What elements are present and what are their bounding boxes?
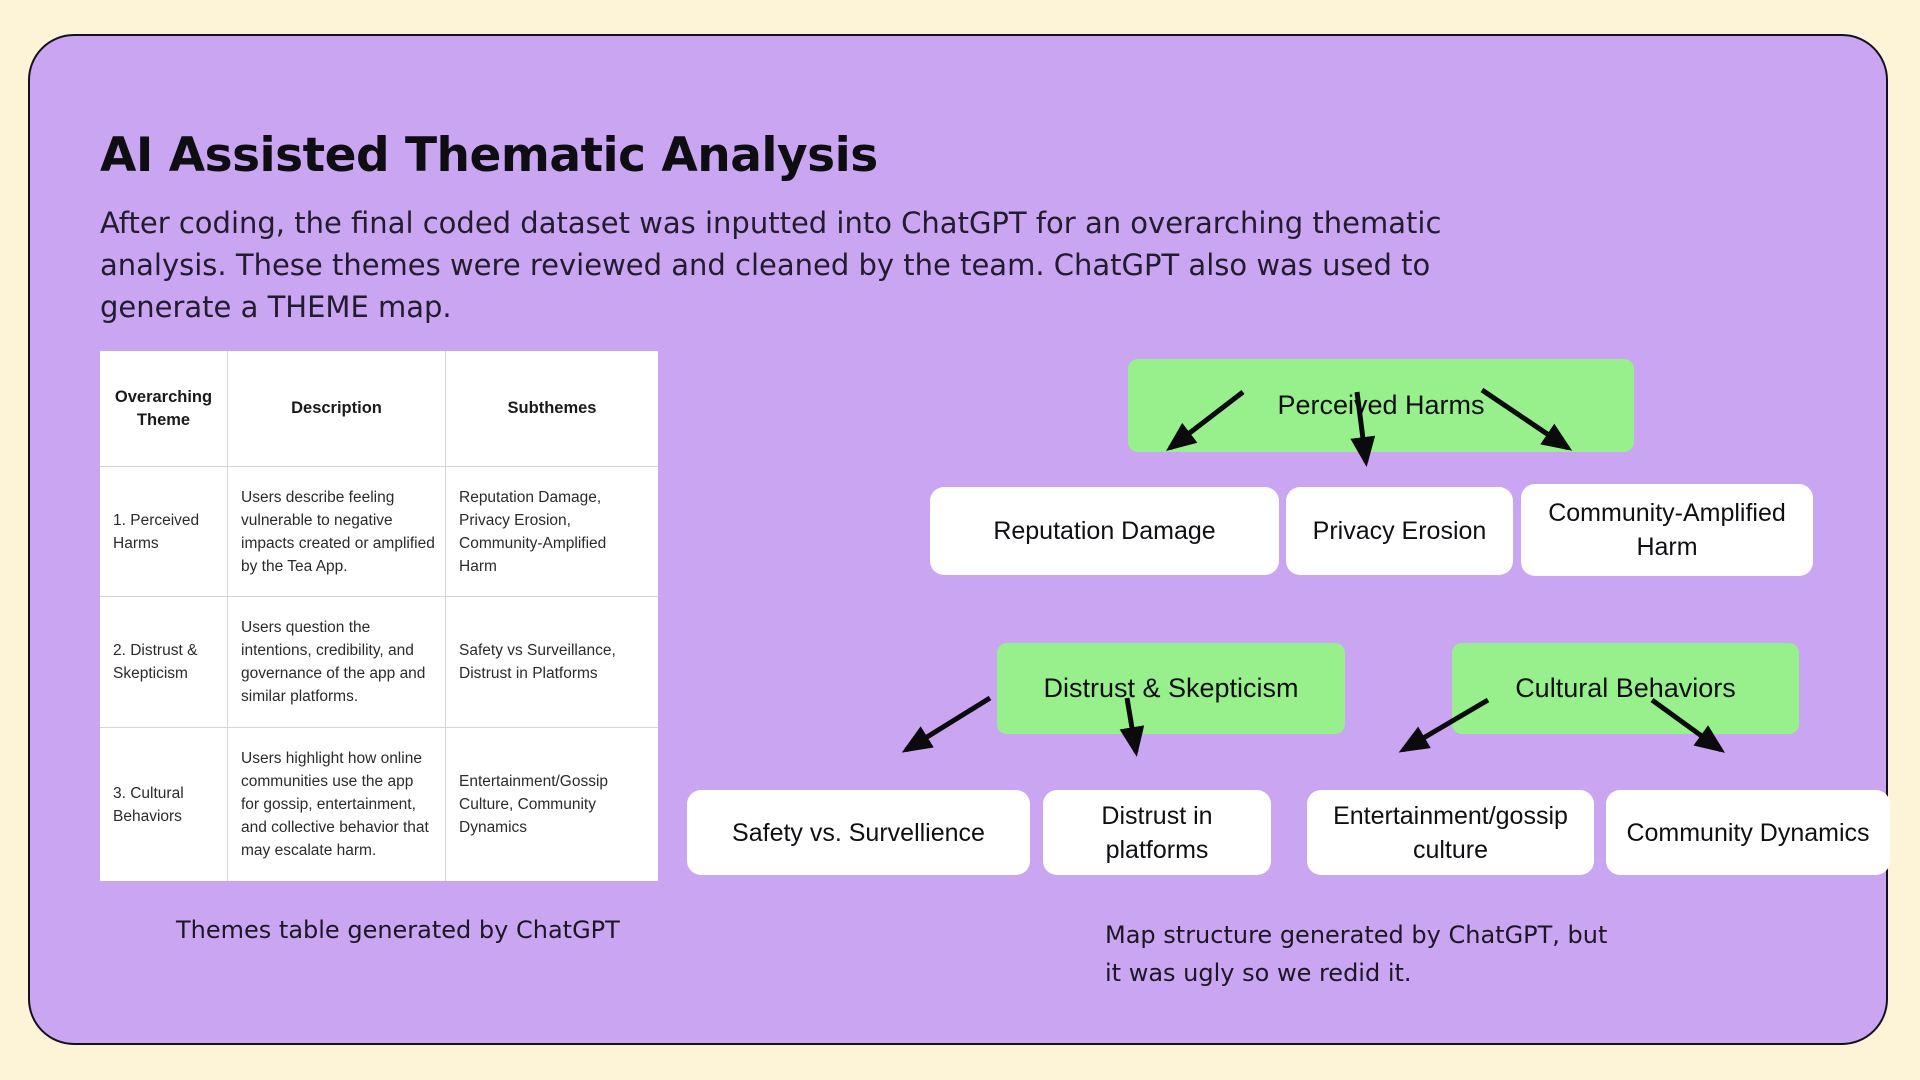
map-caption-line-1: Map structure generated by ChatGPT, but bbox=[1105, 921, 1608, 949]
table-cell-description-3: Users highlight how online communities u… bbox=[228, 728, 446, 881]
theme-node-reputation-damage: Reputation Damage bbox=[930, 487, 1279, 575]
slide-card: AI Assisted Thematic Analysis After codi… bbox=[28, 34, 1890, 1045]
table-header-overarching-theme: Overarching Theme bbox=[100, 351, 228, 467]
table-header-description: Description bbox=[228, 351, 446, 467]
page-title: AI Assisted Thematic Analysis bbox=[100, 128, 878, 183]
theme-node-entertainment-gossip: Entertainment/gossip culture bbox=[1307, 790, 1594, 875]
table-cell-theme-3: 3. Cultural Behaviors bbox=[100, 728, 228, 881]
theme-node-distrust-skepticism: Distrust & Skepticism bbox=[997, 643, 1345, 734]
table-cell-theme-1: 1. Perceived Harms bbox=[100, 467, 228, 597]
table-cell-description-2: Users question the intentions, credibili… bbox=[228, 597, 446, 728]
map-caption: Map structure generated by ChatGPT, but … bbox=[1105, 916, 1607, 992]
table-caption: Themes table generated by ChatGPT bbox=[176, 916, 620, 944]
theme-node-safety-surveillance: Safety vs. Survellience bbox=[687, 790, 1030, 875]
intro-text: After coding, the final coded dataset wa… bbox=[100, 206, 1442, 324]
theme-node-perceived-harms: Perceived Harms bbox=[1128, 359, 1634, 452]
theme-node-cultural-behaviors: Cultural Behaviors bbox=[1452, 643, 1799, 734]
theme-node-community-dynamics: Community Dynamics bbox=[1606, 790, 1890, 875]
table-cell-description-1: Users describe feeling vulnerable to neg… bbox=[228, 467, 446, 597]
theme-node-distrust-platforms: Distrust in platforms bbox=[1043, 790, 1271, 875]
table-cell-subthemes-3: Entertainment/Gossip Culture, Community … bbox=[459, 773, 609, 836]
theme-node-community-amplified-harm: Community-Amplified Harm bbox=[1521, 484, 1813, 576]
table-cell-theme-2: 2. Distrust & Skepticism bbox=[100, 597, 228, 728]
theme-node-privacy-erosion: Privacy Erosion bbox=[1286, 487, 1513, 575]
themes-table: Overarching Theme Description Subthemes … bbox=[100, 351, 658, 881]
map-caption-line-2: it was ugly so we redid it. bbox=[1105, 959, 1412, 987]
table-cell-subthemes-2: Safety vs Surveillance, Distrust in Plat… bbox=[446, 597, 658, 728]
table-header-subthemes: Subthemes bbox=[446, 351, 658, 467]
table-cell-subthemes-1: Reputation Damage, Privacy Erosion, Comm… bbox=[446, 467, 658, 597]
